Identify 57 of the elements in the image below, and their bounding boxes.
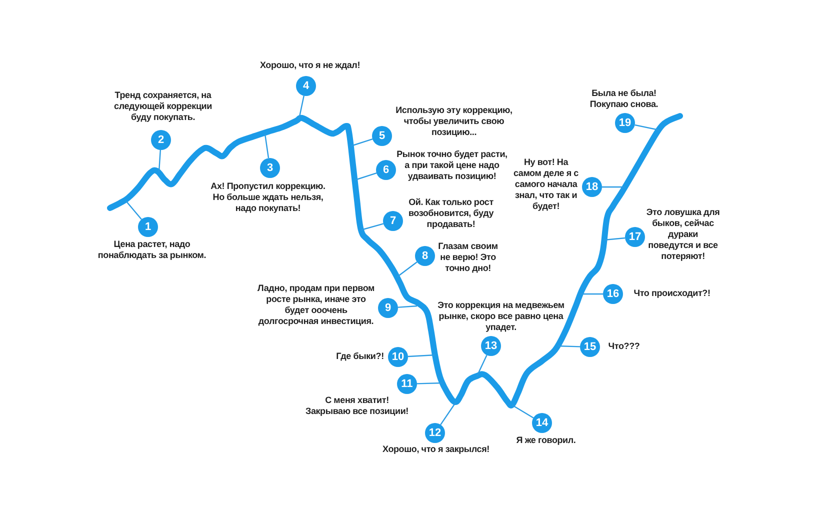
quote-text: Ах! Пропустил коррекцию. Но больше ждать нельзя, надо покупать! (210, 181, 326, 214)
callout-number: 8 (415, 246, 435, 266)
quote-text: Глазам своим не верю! Это точно дно! (437, 241, 499, 274)
callout-number: 19 (615, 113, 635, 133)
callout-number: 6 (376, 160, 396, 180)
callout-number: 5 (372, 126, 392, 146)
leader-line (350, 138, 373, 147)
leader-line (416, 382, 442, 384)
quote-text: Цена растет, надо понаблюдать за рынком. (96, 239, 208, 261)
callout-number: 4 (296, 76, 316, 96)
callout-number: 9 (378, 298, 398, 318)
callout-number: 12 (425, 423, 445, 443)
leader-line (126, 200, 142, 220)
leader-line (158, 150, 161, 172)
callout-number: 2 (151, 130, 171, 150)
callout-number: 15 (580, 337, 600, 357)
quote-text: Ладно, продам при первом росте рынка, иначе это будет ооочень долгосрочная инвестиция. (256, 283, 376, 327)
quote-text: Использую эту коррекцию, чтобы увеличить свою позицию... (394, 105, 514, 138)
leader-line (476, 354, 488, 376)
quote-text: Ну вот! На самом деле я с самого начала знал, что так и будет! (512, 157, 580, 212)
callout-number: 11 (397, 374, 417, 394)
leader-line (634, 124, 660, 131)
quote-text: Это ловушка для быков, сейчас дураки поведутся и все потеряют! (646, 207, 720, 262)
leader-line (396, 262, 418, 278)
callout-number: 3 (260, 158, 280, 178)
callout-number: 13 (481, 336, 501, 356)
quote-text: Я же говорил. (515, 435, 577, 446)
leader-line (440, 402, 456, 426)
leader-line (264, 134, 270, 158)
callout-number: 17 (625, 227, 645, 247)
quote-text: Хорошо, что я закрылся! (382, 444, 490, 455)
quote-text: Что происходит?! (632, 288, 712, 299)
leader-line (602, 186, 625, 188)
callout-number: 16 (603, 284, 623, 304)
quote-text: Где быки?! (335, 351, 385, 362)
leader-line (360, 223, 384, 231)
quote-text: Ой. Как только рост возобновится, буду продавать! (407, 197, 495, 230)
leader-line (408, 354, 436, 358)
leader-line (604, 237, 626, 241)
callout-number: 10 (388, 347, 408, 367)
quote-text: Это коррекция на медвежьем рынке, скоро все равно цена упадет. (437, 300, 565, 333)
leader-line (398, 305, 418, 308)
leader-line (512, 404, 534, 418)
callout-number: 18 (582, 177, 602, 197)
quote-text: Хорошо, что я не ждал! (259, 60, 361, 71)
quote-text: Что??? (607, 341, 641, 352)
quote-text: Тренд сохраняется, на следующей коррекции буду покупать. (113, 90, 213, 123)
callout-number: 14 (532, 413, 552, 433)
callout-number: 7 (383, 211, 403, 231)
quote-text: Была не была! Покупаю снова. (588, 88, 660, 110)
leader-line (580, 293, 603, 295)
leader-line (558, 345, 580, 348)
quote-text: Рынок точно будет расти, а при такой цене надо удваивать позицию! (396, 149, 508, 182)
callout-number: 1 (138, 217, 158, 237)
leader-line (298, 96, 304, 120)
leader-line (354, 172, 377, 181)
quote-text: С меня хватит! Закрываю все позиции! (304, 395, 410, 417)
